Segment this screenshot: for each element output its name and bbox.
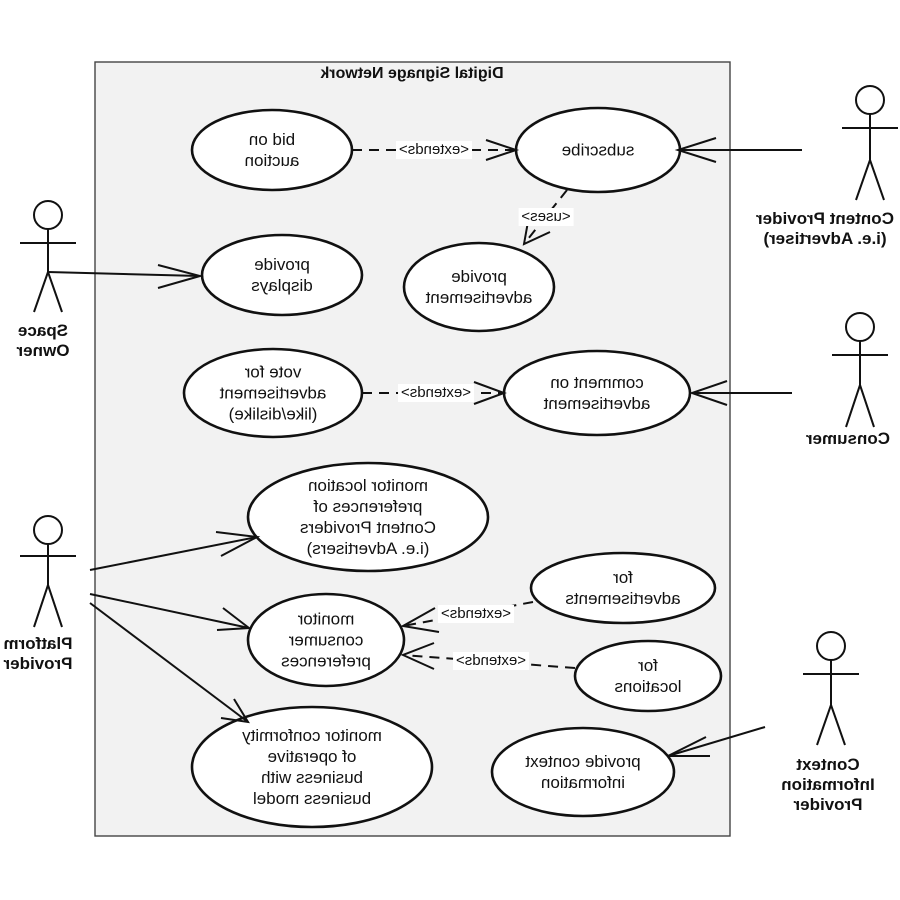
actor-label-content-provider: Content Provider (i.e. Advertiser) xyxy=(756,209,894,248)
actor-label-consumer: Consumer xyxy=(805,429,891,448)
actor-consumer-figure xyxy=(832,312,888,428)
use-case-label-provide-advertisement: provide advertisement xyxy=(425,267,533,307)
use-case-label-monitor-consumer-preferences: monitor consumer preferences xyxy=(281,609,371,671)
actor-platform-provider-figure xyxy=(20,515,76,628)
use-case-provide-displays xyxy=(200,233,364,317)
relation-label-extends-for-locations: <extends> xyxy=(452,652,530,670)
use-case-label-comment-on-advertisement: comment on advertisement xyxy=(543,373,651,413)
actor-context-information-provider-figure xyxy=(803,631,859,746)
use-case-for-locations xyxy=(573,639,723,713)
actor-label-context-information-provider: Context Information Provider xyxy=(781,755,875,814)
use-case-label-provide-displays: provide displays xyxy=(251,255,313,295)
use-case-label-for-locations: for locations xyxy=(614,656,682,696)
relation-label-extends-vote: <extends> xyxy=(397,384,475,402)
use-case-label-for-advertisements: for advertisements xyxy=(565,568,681,608)
actor-label-platform-provider: Platform Provider xyxy=(3,634,73,673)
use-case-label-bid-on-auction: bid on auction xyxy=(244,130,300,170)
actor-content-provider-figure xyxy=(842,85,898,201)
relation-label-extends-bid: <extends> xyxy=(395,141,473,159)
relation-label-uses-subscribe: <uses> xyxy=(518,208,574,226)
use-case-label-monitor-location-preferences: monitor location preferences of Content … xyxy=(299,476,437,558)
use-case-monitor-consumer-preferences xyxy=(246,592,406,688)
system-title: Digital Signage Network xyxy=(320,65,504,82)
association-lines xyxy=(47,137,802,757)
use-case-monitor-conformity xyxy=(190,705,434,829)
use-case-label-provide-context-information: provide context information xyxy=(525,752,641,792)
use-case-monitor-location-preferences xyxy=(246,461,490,573)
use-case-provide-advertisement xyxy=(402,241,556,333)
use-case-label-monitor-conformity: monitor conformity of operative business… xyxy=(242,726,382,808)
relation-label-extends-for-advertisements: <extends> xyxy=(437,605,515,623)
use-case-provide-context-information xyxy=(490,726,676,818)
actor-space-owner-figure xyxy=(20,200,76,313)
use-case-for-advertisements xyxy=(529,551,717,625)
use-case-label-subscribe: subscribe xyxy=(561,140,635,160)
actor-label-space-owner: Space Owner xyxy=(16,321,70,360)
use-case-label-vote-for-advertisement: vote for advertisement (like/dislike) xyxy=(219,362,327,424)
